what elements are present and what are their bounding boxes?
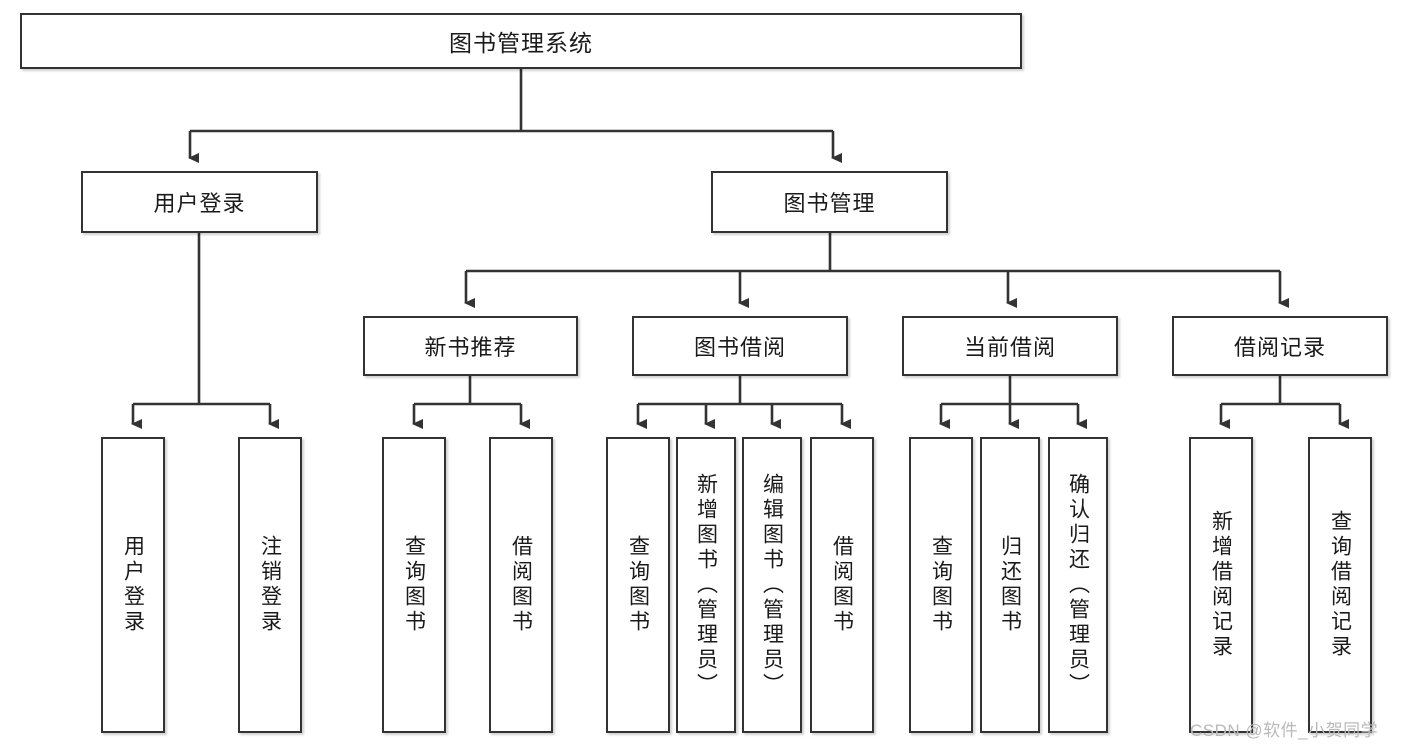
node-leaf-edit-book[interactable]: 编辑图书（管理员） [742, 437, 802, 733]
node-label: 编辑图书（管理员） [760, 472, 784, 698]
node-borrow-record[interactable]: 借阅记录 [1172, 316, 1388, 376]
node-label: 图书借阅 [693, 335, 786, 360]
node-label: 注销登录 [258, 535, 282, 635]
node-label: 确认归还（管理员） [1066, 472, 1090, 698]
node-label: 图书管理 [783, 191, 876, 216]
node-leaf-query-borrow-record[interactable]: 查询借阅记录 [1308, 437, 1372, 733]
node-label: 借阅记录 [1233, 335, 1326, 360]
node-leaf-borrow-book-new[interactable]: 借阅图书 [489, 437, 553, 733]
node-leaf-add-book[interactable]: 新增图书（管理员） [676, 437, 736, 733]
node-label: 新增借阅记录 [1209, 510, 1233, 660]
node-label: 当前借阅 [963, 335, 1056, 360]
node-label: 图书管理系统 [449, 30, 593, 56]
node-label: 借阅图书 [830, 535, 854, 635]
node-label: 新增图书（管理员） [694, 472, 718, 698]
node-label: 查询图书 [402, 535, 426, 635]
node-leaf-user-login[interactable]: 用户登录 [101, 437, 165, 733]
node-leaf-borrow-book[interactable]: 借阅图书 [810, 437, 874, 733]
node-label: 查询借阅记录 [1328, 510, 1352, 660]
node-book-management[interactable]: 图书管理 [711, 171, 948, 233]
node-label: 借阅图书 [509, 535, 533, 635]
node-leaf-return-book[interactable]: 归还图书 [980, 437, 1040, 733]
node-current-borrow[interactable]: 当前借阅 [902, 316, 1118, 376]
node-user-login[interactable]: 用户登录 [81, 171, 318, 233]
node-label: 用户登录 [153, 191, 246, 216]
node-label: 新书推荐 [424, 335, 517, 360]
node-label: 归还图书 [998, 535, 1022, 635]
node-book-borrow[interactable]: 图书借阅 [632, 316, 848, 376]
node-leaf-confirm-return[interactable]: 确认归还（管理员） [1048, 437, 1108, 733]
node-label: 用户登录 [121, 535, 145, 635]
node-leaf-query-book-borrow[interactable]: 查询图书 [606, 437, 670, 733]
node-leaf-query-book-current[interactable]: 查询图书 [909, 437, 973, 733]
node-leaf-add-borrow-record[interactable]: 新增借阅记录 [1189, 437, 1253, 733]
node-leaf-query-book-new[interactable]: 查询图书 [382, 437, 446, 733]
node-label: 查询图书 [929, 535, 953, 635]
node-label: 查询图书 [626, 535, 650, 635]
node-root-book-management-system[interactable]: 图书管理系统 [20, 13, 1022, 69]
watermark: CSDN @软件_小贺同学 [1190, 721, 1379, 740]
node-leaf-logout[interactable]: 注销登录 [238, 437, 302, 733]
node-new-book-recommend[interactable]: 新书推荐 [363, 316, 578, 376]
